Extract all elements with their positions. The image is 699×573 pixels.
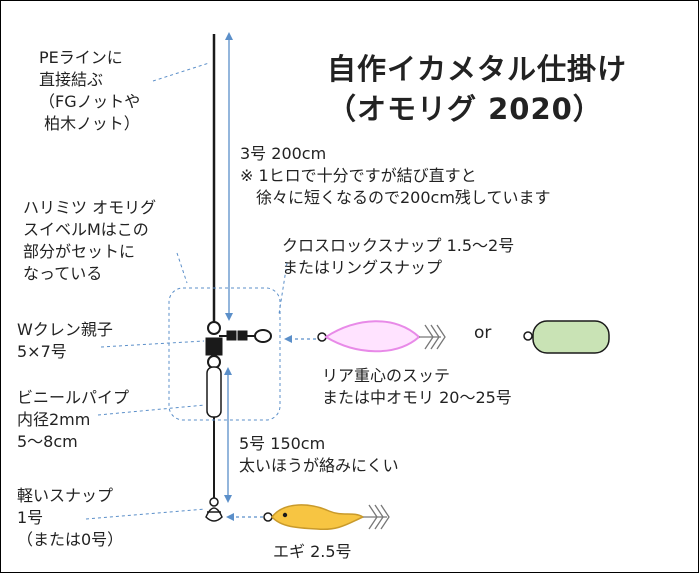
cross-lock-label: クロスロックスナップ 1.5～2号 またはリングスナップ bbox=[282, 235, 514, 279]
light-snap-label: 軽いスナップ 1号 （または0号） bbox=[17, 485, 123, 551]
label-line: 柏木ノット） bbox=[39, 114, 140, 133]
label-line: 内径2mm bbox=[17, 410, 91, 429]
label-line: 太いほうが絡みにくい bbox=[239, 456, 399, 475]
label-line: ※ 1ヒロで十分ですが結び直すと bbox=[240, 166, 477, 185]
label-line: ハリミツ オモリグ bbox=[23, 198, 157, 217]
egi-label: エギ 2.5号 bbox=[273, 541, 352, 563]
title-line: 自作イカメタル仕掛け bbox=[327, 52, 628, 86]
label-line: リア重心のスッテ bbox=[322, 366, 451, 385]
label-line: または中オモリ 20～25号 bbox=[322, 388, 512, 407]
label-line: スイベルMはこの bbox=[23, 220, 149, 239]
leader-lower-label: 5号 150cm 太いほうが絡みにくい bbox=[239, 433, 399, 477]
label-line: 5号 150cm bbox=[239, 434, 326, 453]
harimitsu-swivel-box bbox=[168, 287, 281, 421]
label-line: （FGノットや bbox=[39, 92, 141, 111]
vinyl-pipe-label: ビニールパイプ 内径2mm 5～8cm bbox=[17, 387, 129, 453]
title-line: （オモリグ 2020） bbox=[327, 92, 603, 126]
label-line: エギ 2.5号 bbox=[273, 542, 352, 561]
label-line: ビニールパイプ bbox=[17, 388, 130, 407]
diagram-title: 自作イカメタル仕掛け （オモリグ 2020） bbox=[327, 49, 627, 129]
label-line: （または0号） bbox=[17, 530, 124, 549]
label-line: またはリングスナップ bbox=[282, 258, 443, 277]
label-line: 5×7号 bbox=[17, 342, 67, 361]
harimitsu-label: ハリミツ オモリグ スイベルMはこの 部分がセットに なっている bbox=[23, 197, 156, 285]
snap-icon bbox=[247, 329, 272, 343]
label-line: 徐々に短くなるので200cm残しています bbox=[240, 188, 551, 207]
egi-icon bbox=[263, 504, 390, 531]
sutte-icon bbox=[317, 320, 446, 353]
label-line: なっている bbox=[23, 264, 103, 283]
swivel-icon bbox=[205, 321, 248, 369]
harimitsu-callout-line bbox=[176, 252, 188, 284]
vinyl-pipe-icon bbox=[206, 366, 222, 418]
label-line: 1号 bbox=[17, 508, 44, 527]
leader-upper-label: 3号 200cm ※ 1ヒロで十分ですが結び直すと 徐々に短くなるので200cm… bbox=[240, 143, 550, 209]
label-line: クロスロックスナップ 1.5～2号 bbox=[282, 236, 515, 255]
label-line: 部分がセットに bbox=[23, 242, 136, 261]
pe-callout-line bbox=[152, 62, 210, 82]
or-label: or bbox=[474, 323, 492, 343]
w-crane-callout-line bbox=[100, 340, 205, 348]
label-line: 軽いスナップ bbox=[17, 486, 114, 505]
light-snap-icon bbox=[205, 497, 223, 522]
light-snap-callout-line bbox=[85, 508, 206, 520]
label-line: Wクレン親子 bbox=[17, 320, 113, 339]
label-line: PEラインに bbox=[39, 48, 123, 67]
w-crane-label: Wクレン親子 5×7号 bbox=[17, 319, 113, 363]
sinker-label: リア重心のスッテ または中オモリ 20～25号 bbox=[322, 365, 512, 409]
sinker-icon bbox=[523, 320, 610, 354]
label-line: 3号 200cm bbox=[240, 144, 327, 163]
label-line: 直接結ぶ bbox=[39, 70, 104, 89]
pe-line-label: PEラインに 直接結ぶ （FGノットや 柏木ノット） bbox=[39, 47, 140, 135]
label-line: 5～8cm bbox=[17, 432, 78, 451]
